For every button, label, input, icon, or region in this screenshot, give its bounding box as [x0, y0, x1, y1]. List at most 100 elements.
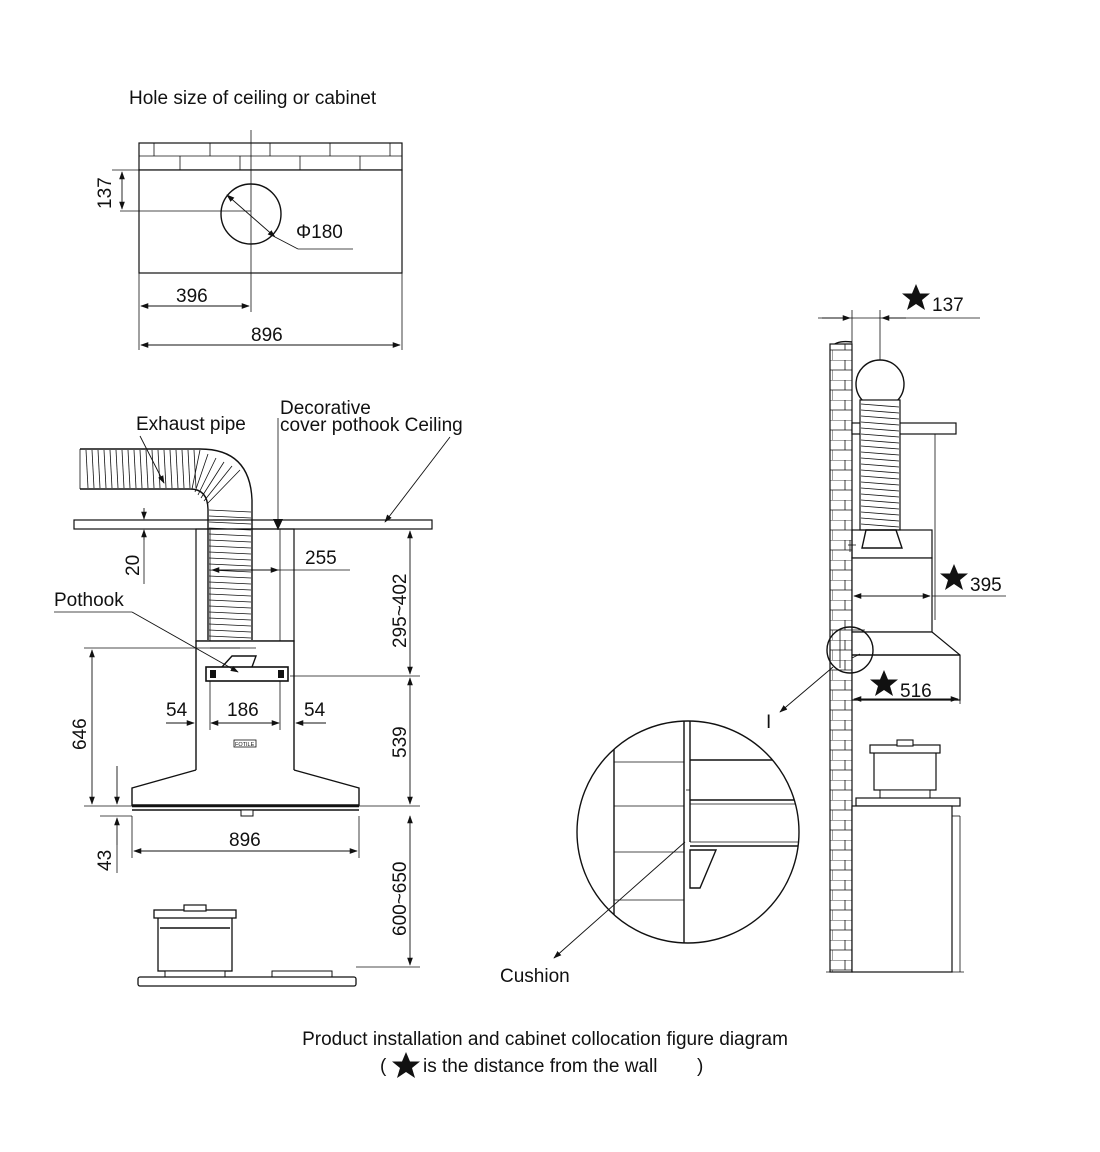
pipe-rib — [860, 439, 900, 444]
label-cushion: Cushion — [500, 966, 570, 987]
pipe-rib — [193, 449, 197, 489]
pipe-rib — [208, 593, 252, 597]
side-dim-516: 516 — [900, 681, 932, 702]
caption-close-paren: ) — [697, 1056, 703, 1077]
ceiling-brick-band — [138, 142, 403, 171]
hole-dim-137: 137 — [95, 177, 116, 209]
pipe-rib — [208, 617, 252, 621]
pipe-rib — [860, 505, 900, 510]
pipe-rib — [121, 449, 125, 489]
pipe-rib — [860, 475, 900, 480]
star-icon — [902, 284, 930, 310]
stove-with-pot — [137, 904, 357, 987]
front-dim-54-right: 54 — [304, 700, 326, 721]
brand-plate — [233, 739, 257, 748]
pipe-rib — [133, 449, 137, 489]
ceiling-slab — [73, 519, 433, 530]
label-decorative-line2: cover pothook Ceiling — [280, 415, 463, 436]
detail-marker-label: I — [766, 712, 771, 733]
front-dim-20: 20 — [123, 555, 144, 576]
pipe-rib — [860, 409, 900, 414]
label-pothook: Pothook — [54, 590, 124, 611]
pipe-rib — [860, 457, 900, 462]
pipe-rib — [860, 451, 900, 456]
star-icon — [392, 1052, 420, 1078]
front-dim-896: 896 — [229, 830, 261, 851]
front-dim-295-402: 295~402 — [390, 574, 411, 649]
pipe-rib — [175, 449, 179, 489]
caption-line1: Product installation and cabinet colloca… — [302, 1029, 788, 1050]
pipe-rib — [200, 461, 225, 499]
pipe-rib — [860, 511, 900, 516]
pipe-rib — [860, 421, 900, 426]
pipe-rib — [206, 469, 241, 505]
hole-diameter-label: Φ180 — [296, 222, 343, 243]
hole-size-diagram: Hole size of ceiling or cabinet Φ180 137 — [95, 88, 403, 350]
pipe-rib — [203, 465, 233, 502]
pipe-rib — [169, 449, 173, 489]
pipe-rib — [208, 605, 252, 609]
side-ceiling — [851, 422, 957, 435]
pipe-rib — [860, 469, 900, 474]
pipe-rib — [208, 587, 252, 591]
pipe-rib — [860, 493, 900, 498]
pipe-rib — [208, 539, 252, 543]
caption-open-paren: ( — [380, 1056, 387, 1077]
pipe-rib — [145, 449, 149, 489]
pipe-rib — [860, 517, 900, 522]
pipe-rib — [208, 611, 252, 615]
pipe-rib — [194, 453, 209, 493]
pipe-rib — [860, 403, 900, 408]
pipe-rib — [151, 449, 155, 489]
pipe-rib — [208, 635, 252, 639]
front-dim-539: 539 — [390, 726, 411, 758]
detail-marker-circle — [826, 626, 874, 674]
front-dim-646: 646 — [70, 718, 91, 750]
front-dim-43: 43 — [95, 850, 116, 871]
pipe-rib — [860, 427, 900, 432]
hood-canopy — [131, 769, 360, 806]
pipe-rib — [163, 449, 167, 489]
pipe-rib — [197, 457, 217, 496]
pipe-rib — [860, 481, 900, 486]
hole-size-title: Hole size of ceiling or cabinet — [129, 88, 377, 109]
brick-wall — [829, 343, 853, 973]
star-icon — [940, 564, 968, 590]
side-dim-137: 137 — [932, 295, 964, 316]
pipe-rib — [127, 449, 131, 489]
cushion-detail: Cushion — [500, 720, 800, 987]
caption-line2: is the distance from the wall — [423, 1056, 657, 1077]
pipe-rib — [208, 563, 252, 567]
pipe-rib — [860, 433, 900, 438]
pipe-rib — [860, 415, 900, 420]
label-exhaust-pipe: Exhaust pipe — [136, 414, 246, 435]
side-dim-395: 395 — [970, 575, 1002, 596]
pipe-rib — [208, 551, 252, 555]
pipe-rib — [860, 499, 900, 504]
front-dim-600-650: 600~650 — [390, 862, 411, 937]
pipe-rib — [208, 533, 252, 537]
ceiling-panel — [138, 169, 403, 274]
pipe-rib — [97, 449, 101, 489]
pipe-rib — [208, 521, 252, 525]
pipe-rib — [181, 449, 185, 489]
side-view: 137 395 516 I — [766, 284, 1006, 973]
front-dim-255: 255 — [305, 548, 337, 569]
hole-dim-896: 896 — [251, 325, 283, 346]
side-chimney — [851, 529, 933, 559]
pipe-rib — [208, 581, 252, 585]
pipe-rib — [208, 629, 252, 633]
pipe-rib — [109, 449, 113, 489]
pipe-rib — [208, 509, 252, 513]
pipe-rib — [139, 449, 143, 489]
front-dim-54-left: 54 — [166, 700, 188, 721]
front-dim-186: 186 — [227, 700, 259, 721]
pipe-rib — [208, 515, 252, 519]
pipe-rib — [115, 449, 119, 489]
pipe-rib — [91, 449, 95, 489]
caption: Product installation and cabinet colloca… — [302, 1029, 788, 1078]
side-exhaust-pipe — [859, 399, 903, 549]
pothook-bracket — [205, 666, 289, 682]
pipe-rib — [860, 487, 900, 492]
